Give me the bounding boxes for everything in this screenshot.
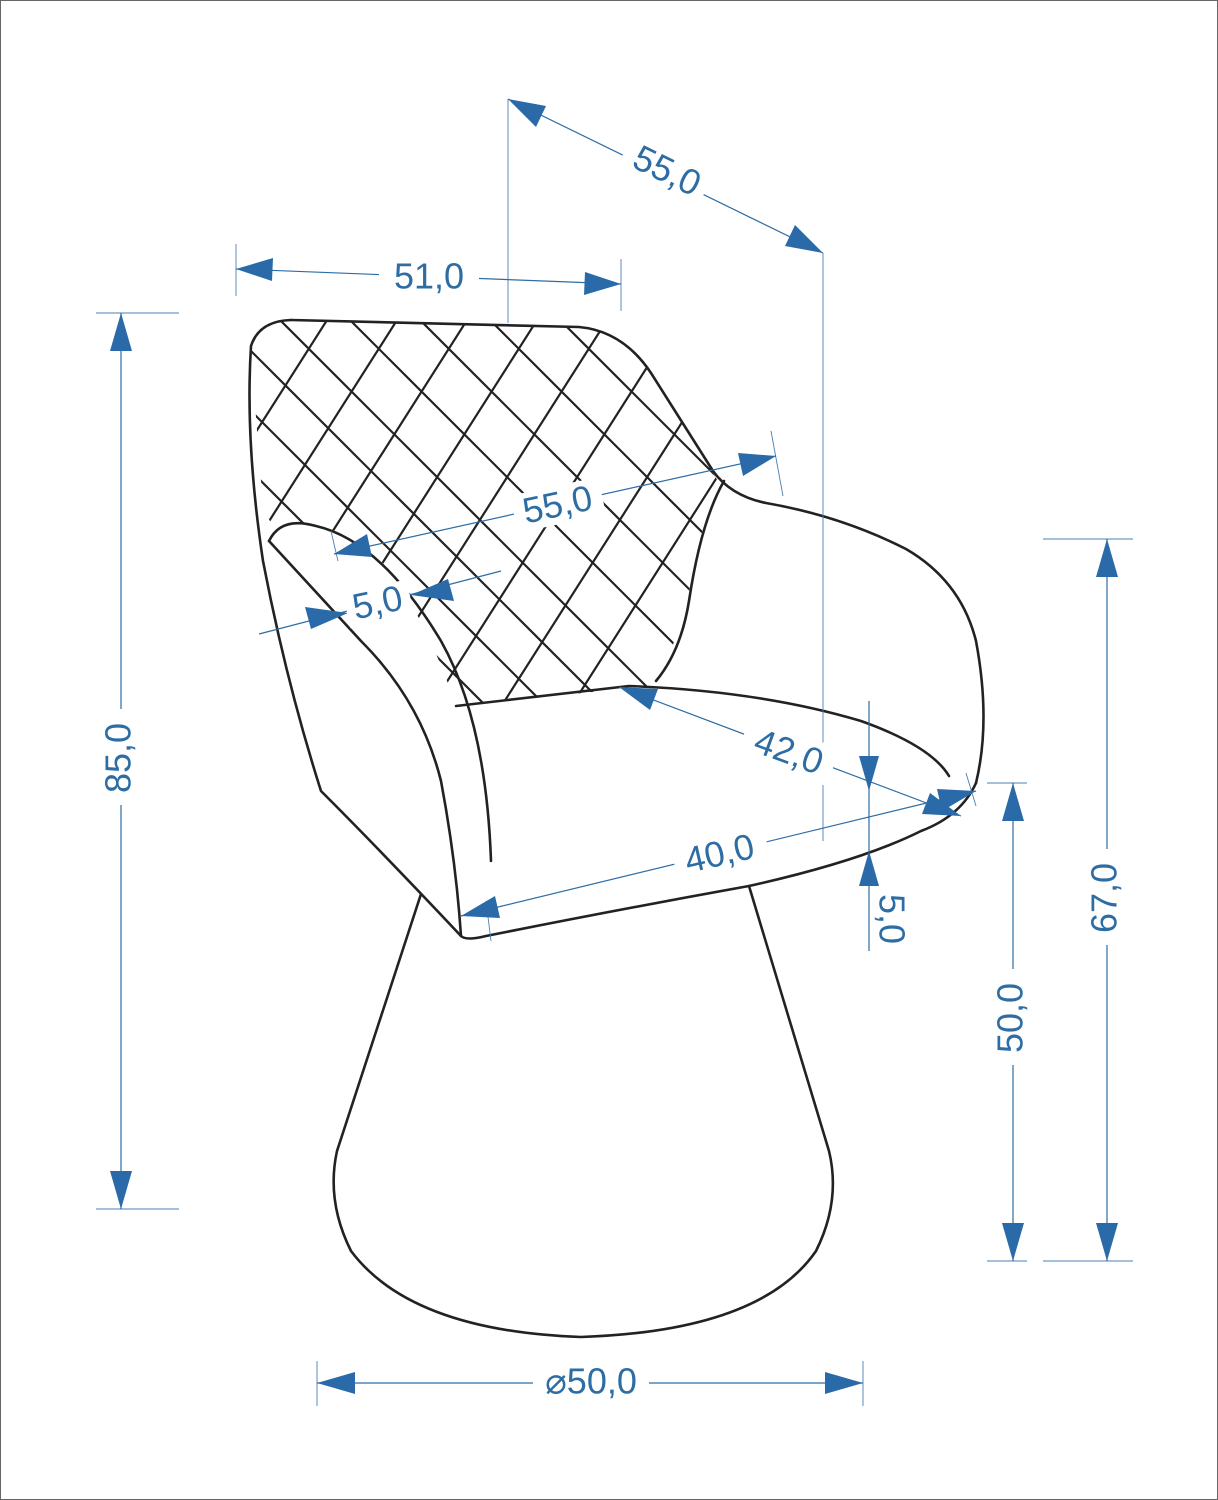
label-armrest-thickness: 5,0 (349, 577, 406, 628)
label-seat-height: 50,0 (990, 983, 1031, 1053)
right-arm-inner-line (654, 479, 726, 683)
outer-shell-line (248, 318, 463, 938)
chair-outline (248, 318, 985, 1339)
dim-seat-depth: 42,0 (618, 686, 962, 817)
dim-seat-thickness: 5,0 (859, 701, 912, 951)
label-armrest-height: 67,0 (1084, 863, 1125, 933)
base-line (332, 884, 835, 1339)
dim-back-width: 51,0 (235, 244, 622, 311)
label-seat-width: 40,0 (681, 825, 759, 881)
left-arm-line (267, 521, 493, 863)
label-seat-depth: 42,0 (749, 720, 829, 782)
label-total-height: 85,0 (98, 723, 139, 793)
dim-total-height: 85,0 (96, 312, 179, 1210)
dim-base-diameter: ⌀50,0 (316, 1361, 864, 1406)
seat-back-line (454, 684, 951, 778)
label-base-diameter: ⌀50,0 (545, 1361, 637, 1402)
dim-total-depth: 55,0 (507, 98, 824, 841)
label-inner-width: 55,0 (519, 477, 596, 532)
dim-armrest-height: 67,0 (1043, 538, 1133, 1262)
label-back-width: 51,0 (394, 256, 464, 297)
back-top-line (289, 318, 985, 785)
dim-seat-height: 50,0 (987, 782, 1033, 1262)
dim-armrest-thickness: 5,0 (258, 570, 502, 635)
label-seat-thickness: 5,0 (871, 894, 912, 944)
left-arm-front-line (267, 539, 463, 938)
dim-inner-width: 55,0 (330, 430, 784, 562)
